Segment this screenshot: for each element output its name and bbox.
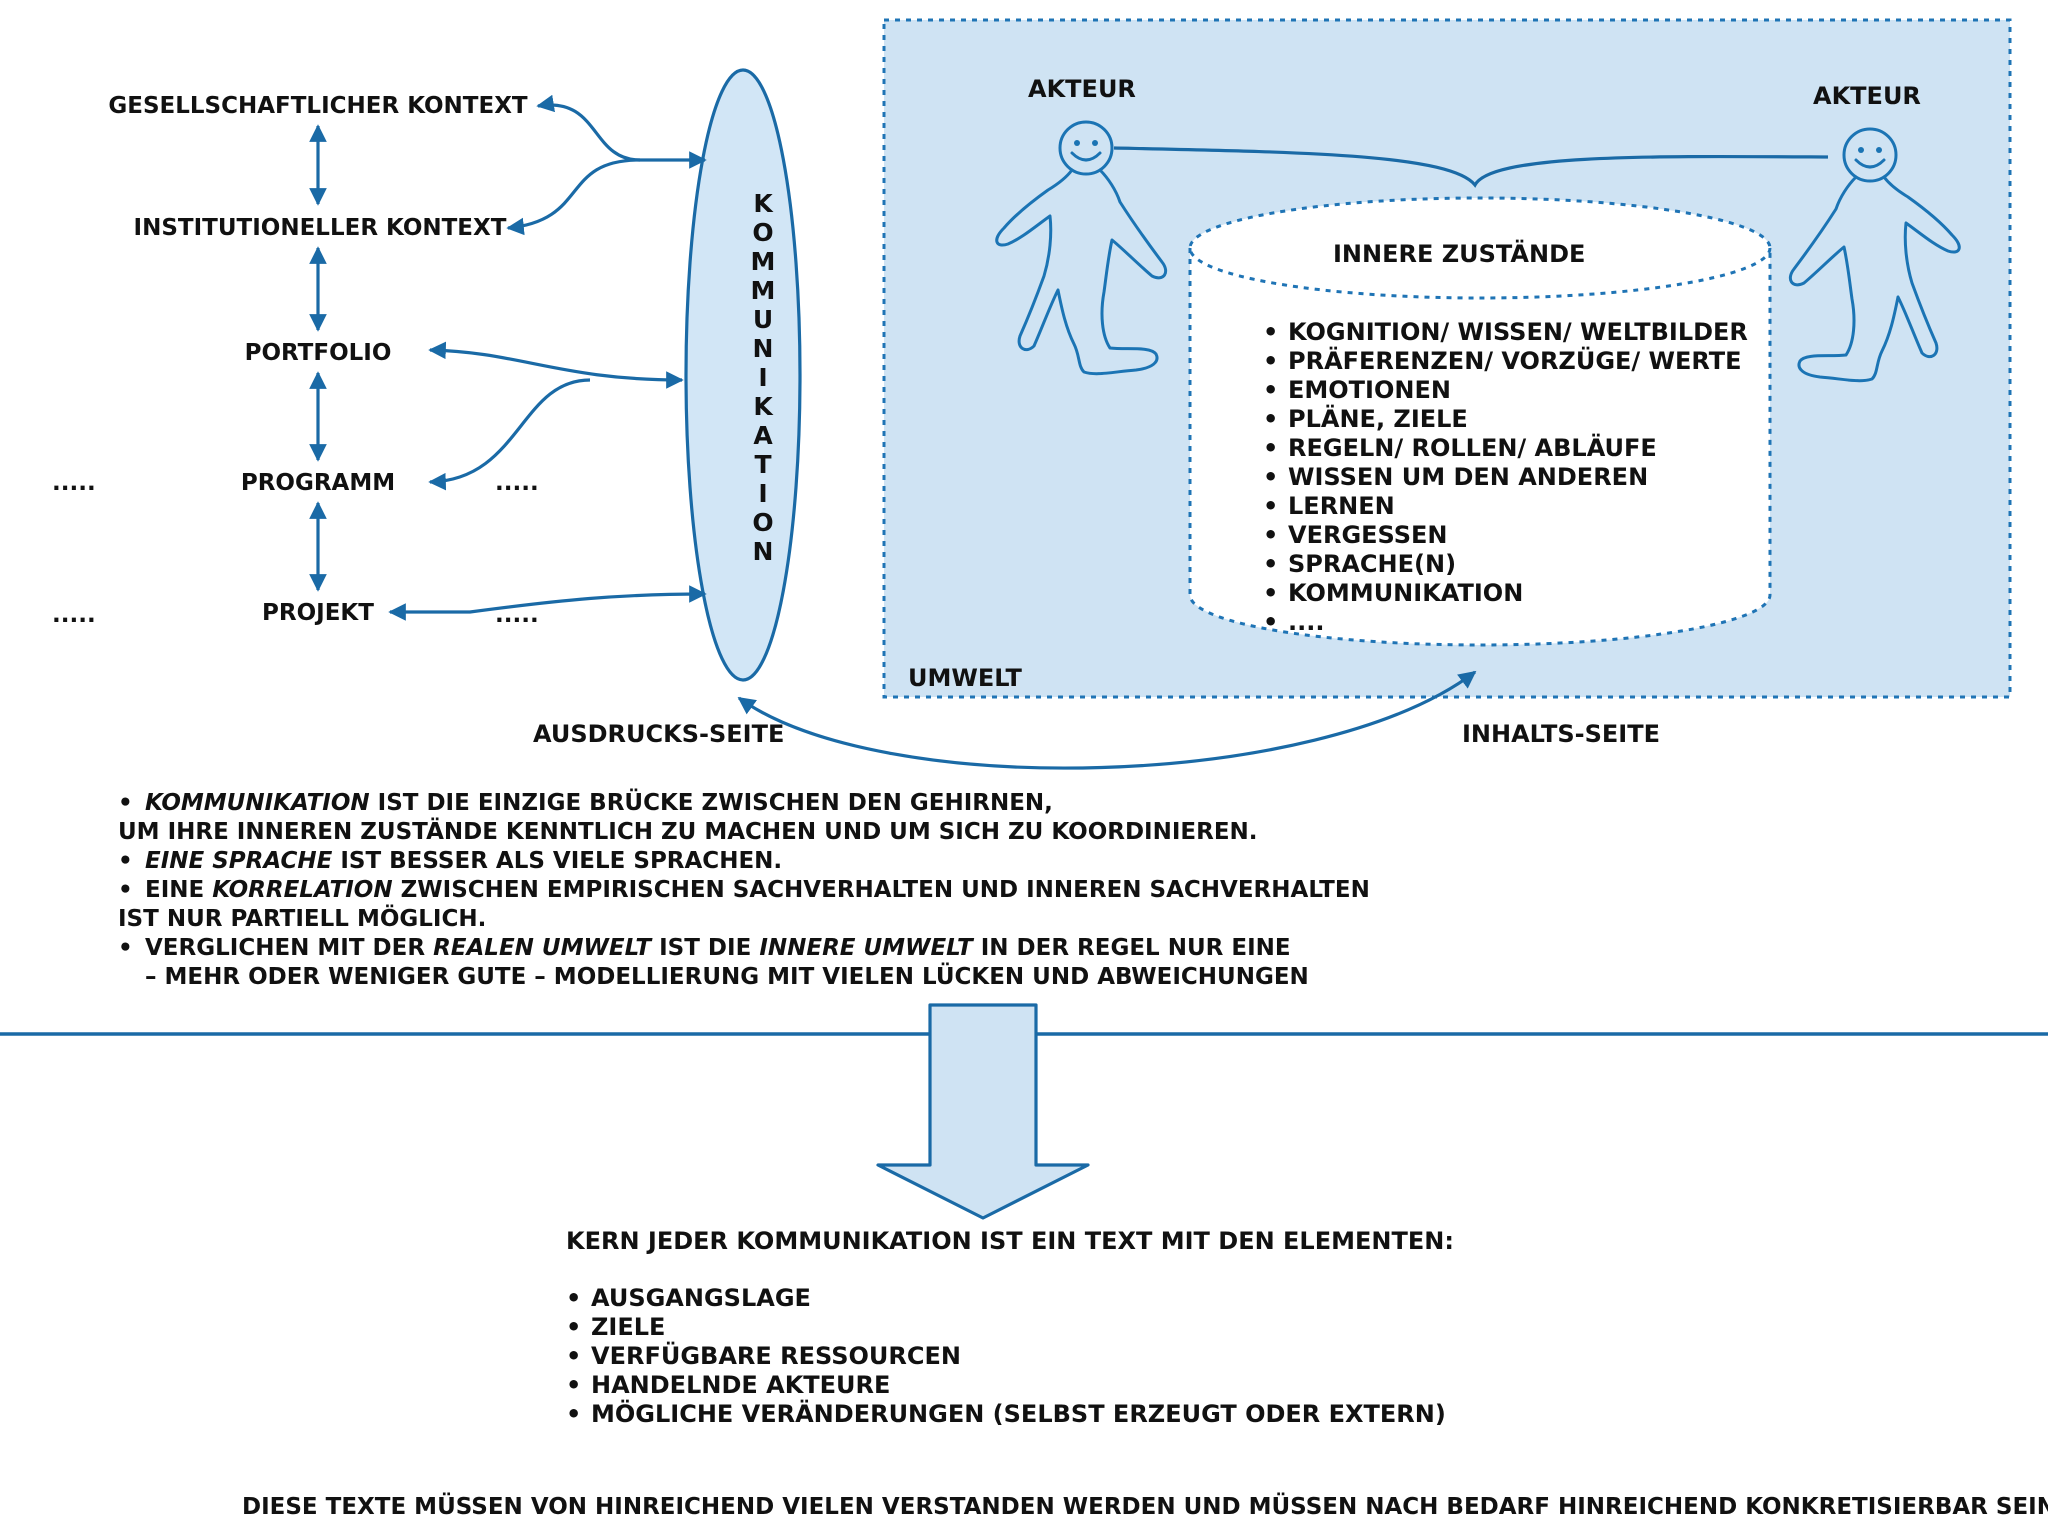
- portfolio-kommunikation-arrow: [428, 341, 684, 389]
- umwelt-label: UMWELT: [908, 664, 1023, 692]
- down-arrow: [876, 1003, 1090, 1220]
- kommunikation-letter: O: [752, 218, 773, 247]
- statement-1: KOMMUNIKATION IST DIE EINZIGE BRÜCKE ZWI…: [145, 788, 1053, 816]
- institution-kommunikation-arrow: [506, 158, 641, 236]
- kommunikation-letter: K: [753, 189, 774, 218]
- actor-left-label: AKTEUR: [1028, 75, 1136, 103]
- inner-bullet: •: [1263, 347, 1278, 375]
- inner-states-title: INNERE ZUSTÄNDE: [1333, 239, 1585, 268]
- kern-bullet: •: [566, 1313, 581, 1341]
- kommunikation-letter: K: [753, 392, 774, 421]
- statements-block: • KOMMUNIKATION IST DIE EINZIGE BRÜCKE Z…: [118, 788, 1370, 990]
- statement-2: EINE SPRACHE IST BESSER ALS VIELE SPRACH…: [145, 848, 782, 874]
- actor-connection-line: [1113, 146, 1829, 188]
- kommunikation-vertical-text: K O M M U N I K A T I O N: [751, 189, 776, 566]
- kern-item: ZIELE: [591, 1313, 665, 1341]
- inner-bullet: •: [1263, 608, 1278, 636]
- actor-right-label: AKTEUR: [1813, 82, 1921, 110]
- inner-bullet: •: [1263, 405, 1278, 433]
- kern-item: AUSGANGSLAGE: [591, 1284, 811, 1312]
- inner-bullet: •: [1263, 318, 1278, 346]
- statement-4: VERGLICHEN MIT DER REALEN UMWELT IST DIE…: [145, 935, 1291, 961]
- footer-statement: DIESE TEXTE MÜSSEN VON HINREICHEND VIELE…: [242, 1492, 2048, 1520]
- inner-item: KOGNITION/ WISSEN/ WELTBILDER: [1288, 318, 1748, 346]
- inner-bullet: •: [1263, 434, 1278, 462]
- kommunikation-letter: T: [754, 450, 771, 479]
- statement-4-cont: – MEHR ODER WENIGER GUTE – MODELLIERUNG …: [145, 962, 1309, 990]
- context-institutionell: INSTITUTIONELLER KONTEXT: [134, 215, 507, 241]
- kern-bullet: •: [566, 1400, 581, 1428]
- inner-states-list: • KOGNITION/ WISSEN/ WELTBILDER • PRÄFER…: [1263, 318, 1748, 636]
- programm-kommunikation-arrow: [428, 378, 591, 491]
- statement-3: EINE KORRELATION ZWISCHEN EMPIRISCHEN SA…: [145, 877, 1370, 903]
- statement-bullet: •: [118, 877, 133, 903]
- inner-item: PRÄFERENZEN/ VORZÜGE/ WERTE: [1288, 345, 1742, 375]
- inner-item: ....: [1288, 608, 1324, 636]
- context-gesellschaftlich: GESELLSCHAFTLICHER KONTEXT: [108, 93, 528, 119]
- kern-bullet: •: [566, 1371, 581, 1399]
- statement-bullet: •: [118, 848, 133, 874]
- inner-item: WISSEN UM DEN ANDEREN: [1288, 463, 1648, 491]
- dots-left-programm: .....: [52, 470, 96, 496]
- kommunikation-letter: N: [753, 334, 774, 363]
- inner-item: PLÄNE, ZIELE: [1288, 404, 1468, 433]
- statement-3-cont: IST NUR PARTIELL MÖGLICH.: [118, 904, 486, 932]
- inner-item: LERNEN: [1288, 492, 1395, 520]
- actor-right-figure: [1788, 127, 1961, 383]
- kommunikation-letter: M: [751, 276, 776, 305]
- kommunikation-letter: M: [751, 247, 776, 276]
- inner-bullet: •: [1263, 579, 1278, 607]
- kommunikation-letter: I: [758, 479, 767, 508]
- statement-1-cont: UM IHRE INNEREN ZUSTÄNDE KENNTLICH ZU MA…: [118, 817, 1258, 845]
- kommunikation-letter: I: [758, 363, 767, 392]
- kern-item: HANDELNDE AKTEURE: [591, 1371, 890, 1399]
- kommunikation-letter: O: [752, 508, 773, 537]
- context-portfolio: PORTFOLIO: [245, 340, 392, 366]
- inner-bullet: •: [1263, 376, 1278, 404]
- kern-item: VERFÜGBARE RESSOURCEN: [591, 1340, 961, 1370]
- kern-title: KERN JEDER KOMMUNIKATION IST EIN TEXT MI…: [566, 1227, 1454, 1255]
- inner-item: REGELN/ ROLLEN/ ABLÄUFE: [1288, 433, 1657, 462]
- kommunikation-letter: N: [753, 537, 774, 566]
- context-programm: PROGRAMM: [241, 470, 395, 496]
- dots-left-projekt: .....: [52, 602, 96, 628]
- inner-bullet: •: [1263, 463, 1278, 491]
- inner-bullet: •: [1263, 550, 1278, 578]
- dots-right-programm: .....: [495, 470, 539, 496]
- inner-item: KOMMUNIKATION: [1288, 579, 1523, 607]
- projekt-kommunikation-arrow: [388, 585, 707, 621]
- statement-bullet: •: [118, 790, 133, 816]
- kern-list: • AUSGANGSLAGE • ZIELE • VERFÜGBARE RESS…: [566, 1284, 1446, 1428]
- ausdruck-inhalt-arrow: [737, 670, 1477, 770]
- kommunikation-letter: A: [753, 421, 773, 450]
- gesellschaft-kommunikation-arrow: [536, 94, 707, 169]
- inner-item: VERGESSEN: [1288, 521, 1448, 549]
- kommunikation-letter: U: [753, 305, 773, 334]
- context-projekt: PROJEKT: [262, 600, 374, 626]
- kern-bullet: •: [566, 1342, 581, 1370]
- inner-item: SPRACHE(N): [1288, 550, 1456, 578]
- inhalts-seite-label: INHALTS-SEITE: [1462, 720, 1660, 748]
- statement-bullet: •: [118, 935, 133, 961]
- ausdrucks-seite-label: AUSDRUCKS-SEITE: [533, 720, 784, 748]
- kern-bullet: •: [566, 1284, 581, 1312]
- inner-item: EMOTIONEN: [1288, 376, 1451, 404]
- inner-bullet: •: [1263, 521, 1278, 549]
- inner-states-cylinder: [1188, 196, 1772, 647]
- actor-left-figure: [995, 120, 1168, 376]
- kern-item: MÖGLICHE VERÄNDERUNGEN (SELBST ERZEUGT O…: [591, 1398, 1446, 1428]
- inner-bullet: •: [1263, 492, 1278, 520]
